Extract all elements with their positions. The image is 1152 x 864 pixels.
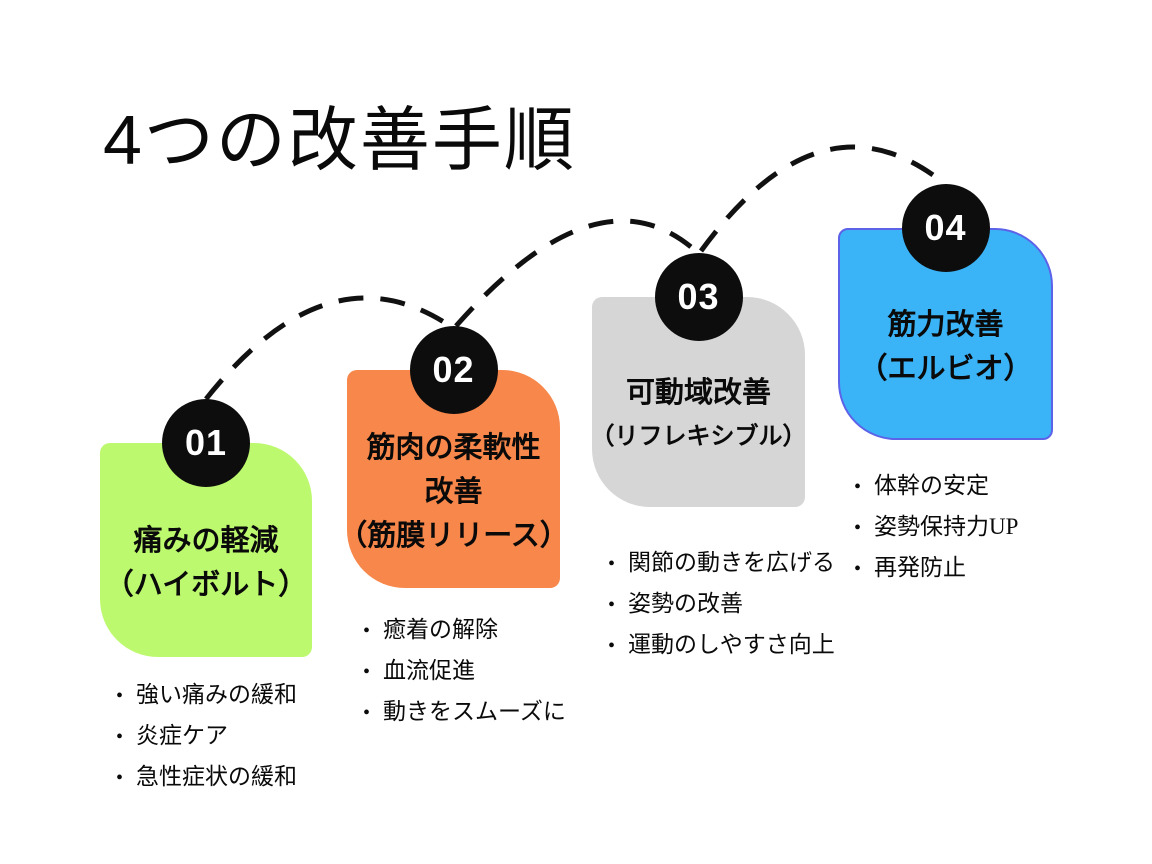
bullet-text: 癒着の解除 (383, 617, 499, 642)
step-2-number: 02 (432, 349, 475, 390)
step-2-number-badge: 02 (409, 326, 498, 414)
step-4-number: 04 (924, 207, 967, 248)
bullet-item: • 再発防止 (854, 548, 1053, 589)
bullet-text: 強い痛みの緩和 (136, 682, 298, 707)
bullet-item: • 姿勢保持力UP (854, 507, 1053, 548)
bullet-dot-icon: • (608, 594, 616, 616)
bullet-text: 関節の動きを広げる (628, 550, 836, 575)
step-2-title-line: （筋膜リリース） (338, 520, 569, 552)
bullet-text: 運動のしやすさ向上 (628, 632, 835, 657)
step-1: 01 痛みの軽減 （ハイボルト） • 強い痛みの緩和 • 炎症ケア • 急性症状の緩和 (100, 399, 312, 798)
bullet-item: • 強い痛みの緩和 (116, 675, 312, 716)
step-4-bullets: • 体幹の安定 • 姿勢保持力UP • 再発防止 (838, 466, 1053, 589)
bullet-text: 姿勢の改善 (628, 591, 744, 616)
bullet-item: • 運動のしやすさ向上 (608, 625, 835, 666)
step-3-number-badge: 03 (654, 253, 743, 341)
bullet-dot-icon: • (854, 476, 862, 498)
bullet-text: 炎症ケア (136, 723, 229, 748)
step-3-title-line: 可動域改善 (625, 377, 771, 409)
bullet-dot-icon: • (116, 767, 124, 789)
step-1-title-line: 痛みの軽減 (133, 525, 279, 557)
bullet-text: 血流促進 (383, 658, 476, 683)
bullet-item: • 炎症ケア (116, 716, 312, 757)
step-1-bullets: • 強い痛みの緩和 • 炎症ケア • 急性症状の緩和 (100, 675, 312, 798)
bullet-dot-icon: • (854, 558, 862, 580)
arc-step3-to-step4 (698, 144, 947, 253)
bullet-dot-icon: • (363, 702, 371, 724)
step-2-card: 筋肉の柔軟性 改善 （筋膜リリース） (338, 370, 569, 588)
bullet-dot-icon: • (116, 685, 124, 707)
step-3-title-line: （リフレキシブル） (590, 424, 807, 450)
bullet-item: • 体幹の安定 (854, 466, 1053, 507)
bullet-item: • 動きをスムーズに (363, 692, 566, 733)
arc-step1-to-step2 (204, 295, 455, 401)
bullet-dot-icon: • (363, 620, 371, 642)
bullet-text: 体幹の安定 (874, 473, 990, 498)
bullet-text: 動きをスムーズに (383, 699, 566, 724)
bullet-text: 姿勢保持力UP (874, 514, 1019, 539)
step-1-number: 01 (184, 422, 228, 463)
bullet-dot-icon: • (608, 635, 616, 657)
step-4-card: 筋力改善 （エルビオ） (838, 228, 1053, 440)
step-1-title-line: （ハイボルト） (104, 569, 308, 601)
bullet-dot-icon: • (854, 517, 862, 539)
step-2-title-line: 筋肉の柔軟性 (366, 432, 541, 464)
step-2-bullets: • 癒着の解除 • 血流促進 • 動きをスムーズに (347, 610, 566, 733)
page-title: 4つの改善手順 (103, 101, 576, 179)
bullet-text: 再発防止 (874, 555, 967, 580)
step-4-title-line: 筋力改善 (887, 309, 1004, 341)
step-3: 03 可動域改善 （リフレキシブル） • 関節の動きを広げる • 姿勢の改善 • 運動… (590, 253, 835, 666)
step-4-title-line: （エルビオ） (858, 353, 1033, 385)
bullet-item: • 血流促進 (363, 651, 560, 692)
bullet-item: • 姿勢の改善 (608, 584, 805, 625)
bullet-dot-icon: • (363, 661, 371, 683)
bullet-dot-icon: • (608, 553, 616, 575)
arc-step2-to-step3 (454, 218, 700, 328)
step-3-bullets: • 関節の動きを広げる • 姿勢の改善 • 運動のしやすさ向上 (592, 543, 835, 666)
step-3-number: 03 (677, 276, 720, 317)
bullet-item: • 関節の動きを広げる (608, 543, 835, 584)
bullet-text: 急性症状の緩和 (136, 764, 298, 789)
bullet-item: • 癒着の解除 (363, 610, 560, 651)
step-4-number-badge: 04 (901, 184, 990, 272)
step-2-title-line: 改善 (424, 476, 483, 508)
bullet-dot-icon: • (116, 726, 124, 748)
bullet-item: • 急性症状の緩和 (116, 757, 312, 798)
step-2: 02 筋肉の柔軟性 改善 （筋膜リリース） • 癒着の解除 • 血流促進 • 動きをス… (338, 326, 569, 733)
step-1-number-badge: 01 (162, 399, 250, 487)
step-4: 04 筋力改善 （エルビオ） • 体幹の安定 • 姿勢保持力UP • 再発防止 (838, 184, 1053, 589)
